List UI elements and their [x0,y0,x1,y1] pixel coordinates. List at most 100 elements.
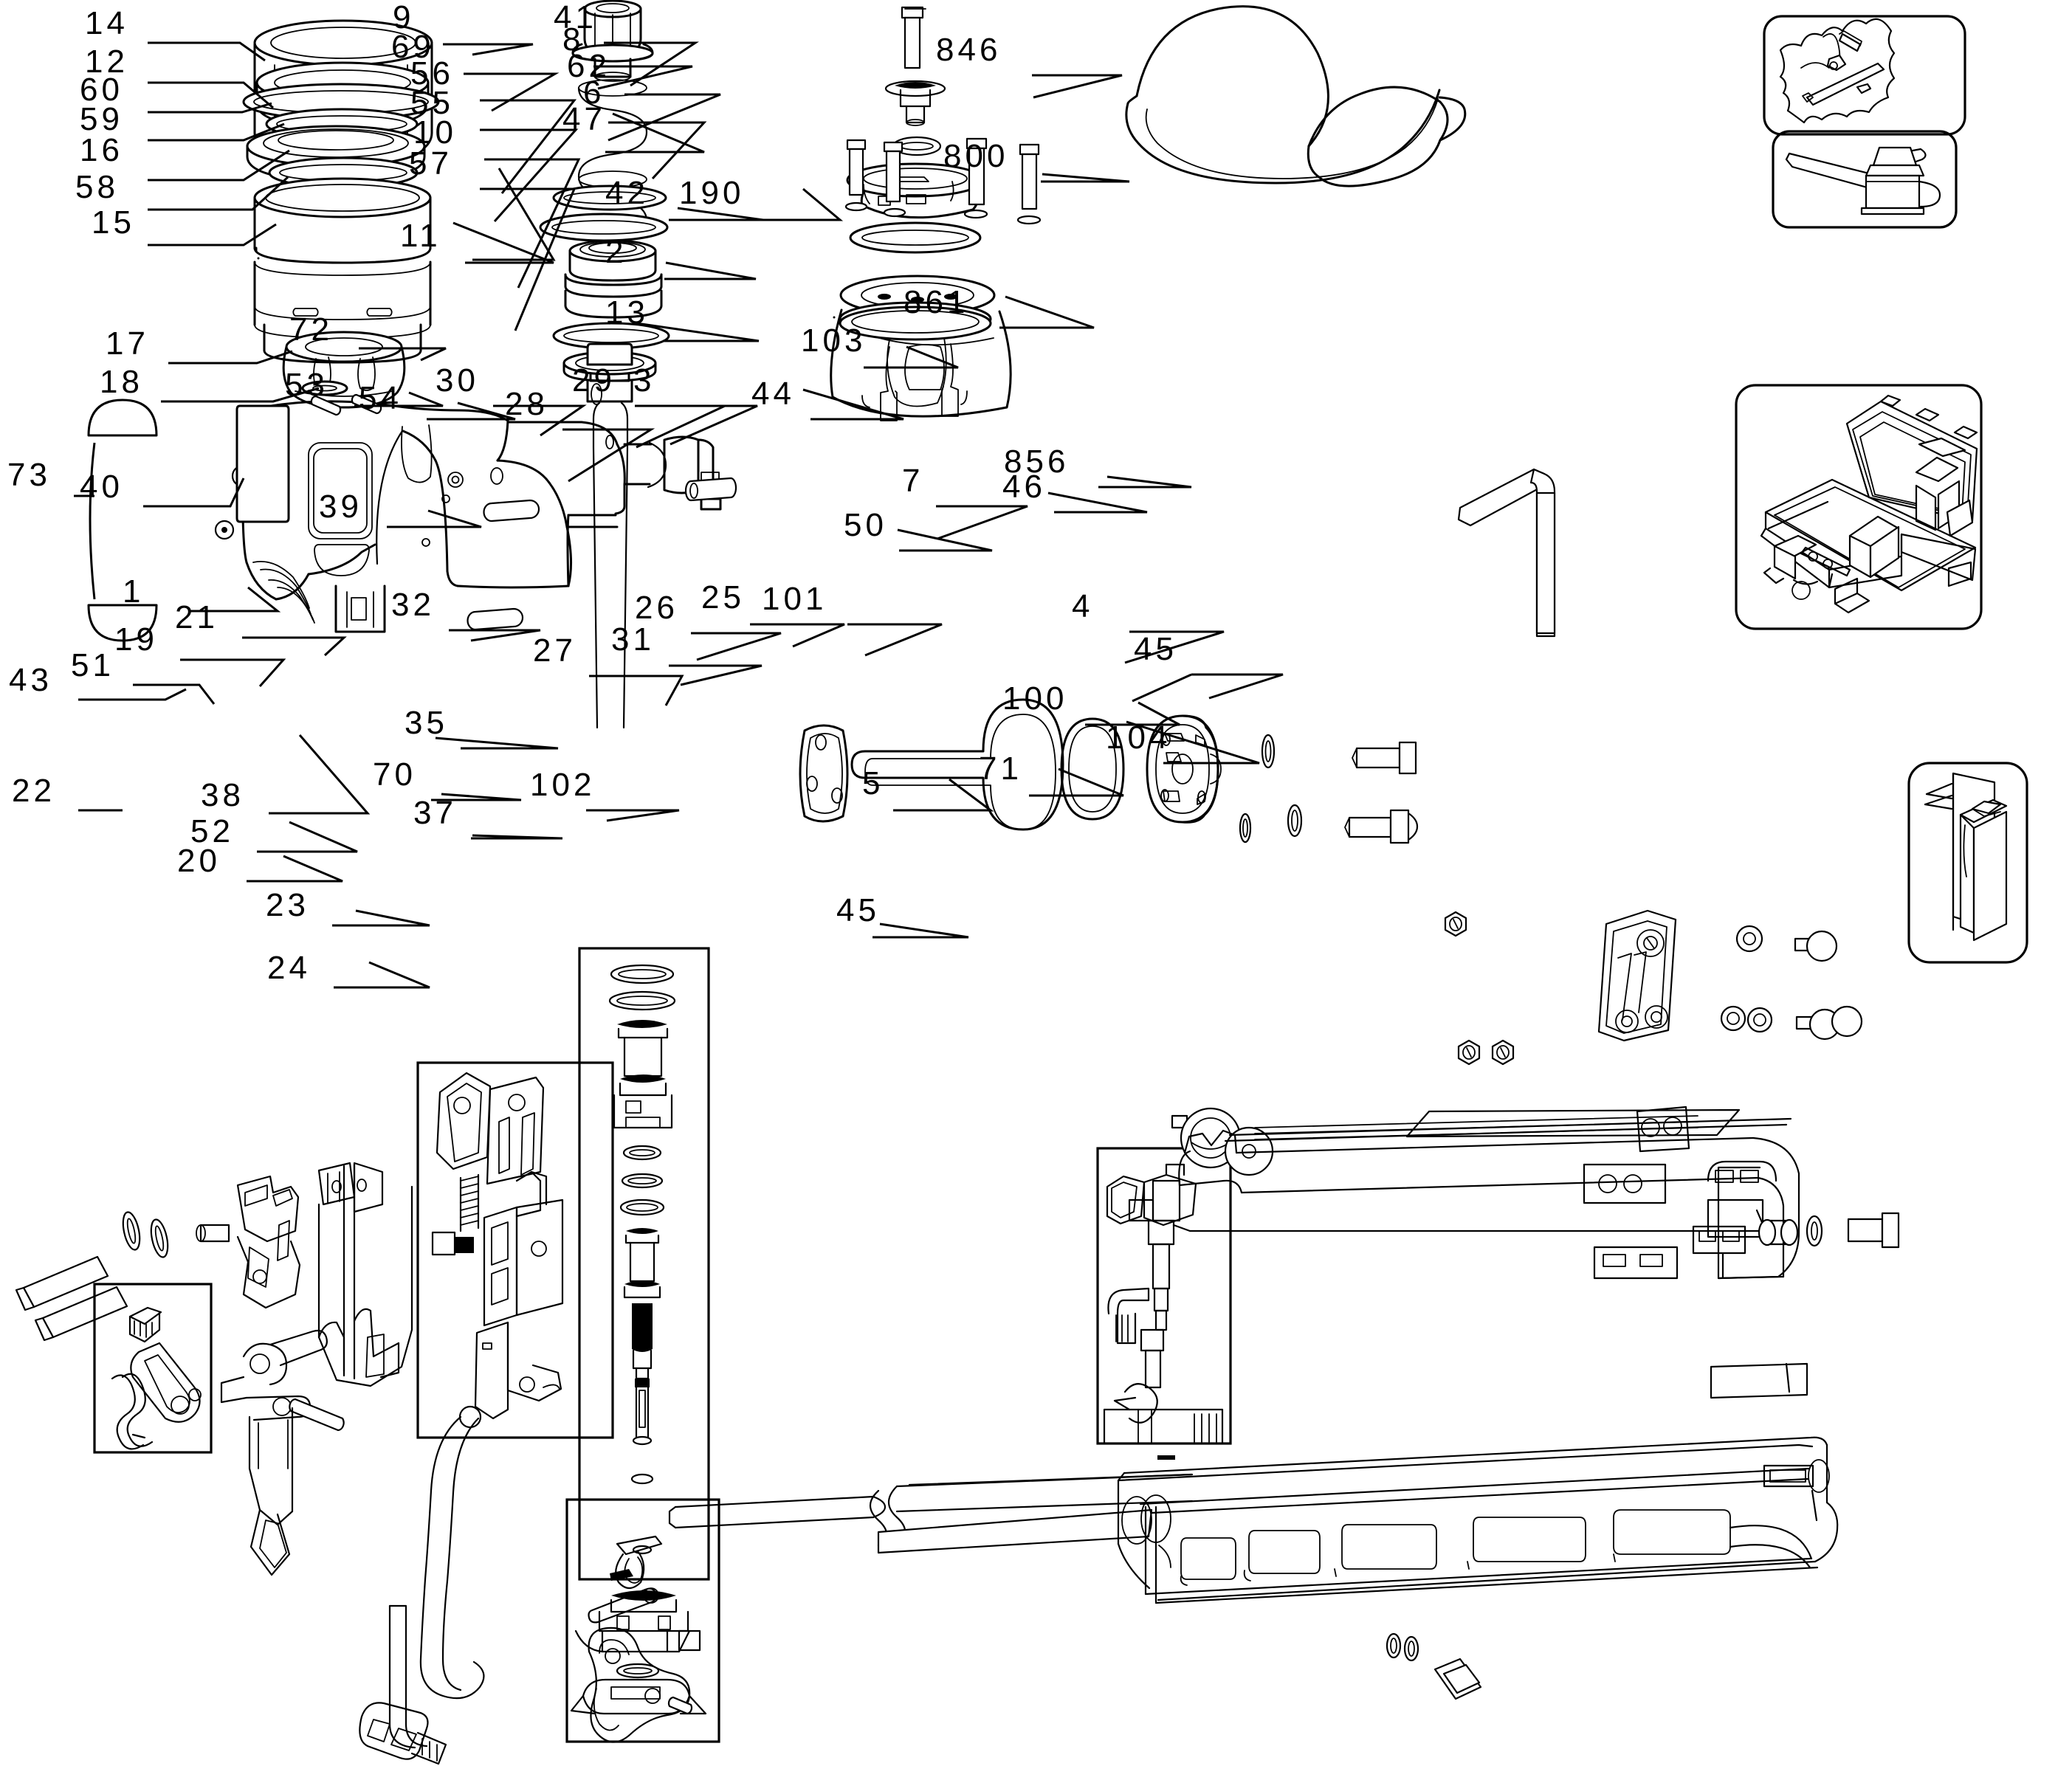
callout-42-screws-42: 42 [605,175,649,211]
part-hex-key [1457,468,1556,638]
callout-51-pin-51: 51 [71,647,114,683]
part-pusher-20 [220,1329,345,1576]
part-screws-45-lower [1386,1632,1482,1700]
part-piston-head-10 [564,239,663,319]
callout-29-o-ring-29: 29 [572,362,616,399]
callout-104-bushing-104: 104 [1106,720,1171,756]
part-washer-18 [301,380,348,396]
callout-18-washer-18: 18 [100,364,143,400]
part-bracket-7 [1597,909,1677,1042]
part-screws-45-upper [1806,1212,1900,1249]
part-magazine-4 [1128,1106,1800,1280]
callout-55-o-ring-55: 55 [410,85,454,121]
callout-30-gasket-30: 30 [436,362,479,399]
part-o-ring-56 [552,184,667,211]
part-driver-blade-11 [562,322,737,729]
part-screws-42 [844,137,1042,225]
part-label-100 [1593,1246,1679,1280]
detail-box-37 [565,1498,720,1743]
part-pin-54 [351,393,382,415]
part-o-ring-47 [849,221,982,254]
part-gasket-13 [833,301,992,341]
callout-47-o-ring-47: 47 [562,101,606,137]
callout-3-end-cap-3: 3 [633,362,655,399]
part-valve-8 [884,80,946,126]
callout-58-o-ring-58: 58 [75,169,119,205]
callout-45-screws-45-upper: 45 [1134,631,1177,667]
callout-1-housing: 1 [123,573,145,610]
callout-43-o-rings-43: 43 [9,662,52,698]
part-valve-sleeve-35 [570,1590,707,1715]
callout-856-detail-box-856: 856 [1004,444,1070,480]
callout-41-screw-41: 41 [554,0,597,35]
part-end-cap-3 [1146,714,1222,824]
part-nuts-50 [1444,911,1515,1066]
part-latch-19 [236,1175,301,1309]
callout-70-trigger-link-70: 70 [373,756,416,793]
detail-box-38 [416,1061,614,1439]
callout-44-screws-44: 44 [751,376,795,412]
part-exhaust-deflector-28 [850,698,1064,831]
part-label-72 [235,404,290,523]
callout-60-o-ring-60: 60 [80,72,123,108]
part-pins-39 [467,499,540,631]
callout-10-piston-head-10: 10 [413,114,457,151]
callout-9-cap-9: 9 [393,0,415,35]
callout-100-label-100: 100 [1002,680,1068,717]
part-screws-44 [1239,734,1419,844]
part-nose-pads [87,399,158,642]
part-safety-glasses [1125,5,1467,187]
callout-2-cap-housing-2: 2 [605,234,627,270]
callout-37-trigger-37: 37 [413,795,457,831]
callout-57-o-ring-57: 57 [409,145,452,182]
callout-103-hex-key: 103 [801,322,867,359]
callout-71-label-71: 71 [979,751,1022,787]
callout-4-magazine-4: 4 [1072,588,1094,624]
callout-59-o-ring-59: 59 [80,101,123,137]
callout-31-detail-box-31: 31 [611,621,655,658]
part-pins-washers-46 [1720,925,1863,1041]
part-o-ring-29 [1060,717,1125,821]
callout-7-bracket-7: 7 [902,463,924,499]
callout-16-seal-16: 16 [80,132,123,168]
callout-45-screws-45-lower: 45 [836,892,880,928]
callout-26-roller-26: 26 [635,590,678,626]
part-screw-41 [901,6,926,69]
part-clip-24 [359,1702,447,1765]
callout-19-latch-19: 19 [114,621,158,658]
part-o-ring-55 [539,213,669,242]
callout-32-trigger-valve-assy-32: 32 [391,587,435,623]
callout-102-label-102: 102 [530,767,596,803]
part-magazine-body-5 [1117,1436,1839,1604]
callout-40-screw-40: 40 [80,469,123,505]
detail-box-846 [1763,15,1966,136]
callout-861-detail-box-861: 861 [904,284,969,320]
callout-53-pin-53: 53 [285,367,328,403]
callout-20-pusher-20: 20 [177,843,221,879]
callout-56-o-ring-56: 56 [410,55,454,92]
part-pin-51 [196,1224,230,1243]
callout-27-rod-27: 27 [533,632,576,669]
callout-46-pins-washers-46: 46 [1002,469,1046,505]
callout-11-driver-blade-11: 11 [400,218,441,254]
callout-24-clip-24: 24 [267,950,311,986]
part-label-71 [1710,1362,1808,1399]
part-bumper [282,331,406,409]
callout-73-nose-pads: 73 [7,457,51,493]
callout-101-label-101: 101 [762,581,827,617]
detail-box-22 [93,1283,213,1454]
callout-69-spring-69: 69 [391,29,435,65]
part-cap-9 [571,0,654,82]
callout-15-cylinder: 15 [92,204,135,241]
callout-52-pin-52: 52 [190,813,234,849]
callout-13-gasket-13: 13 [605,294,649,331]
part-label-102 [877,1508,1153,1554]
callout-6-valve-cap-6: 6 [583,75,605,111]
callout-62-o-ring-62: 62 [567,48,610,84]
callout-800-detail-box-800: 800 [943,138,1009,174]
part-gasket-30 [799,724,849,823]
